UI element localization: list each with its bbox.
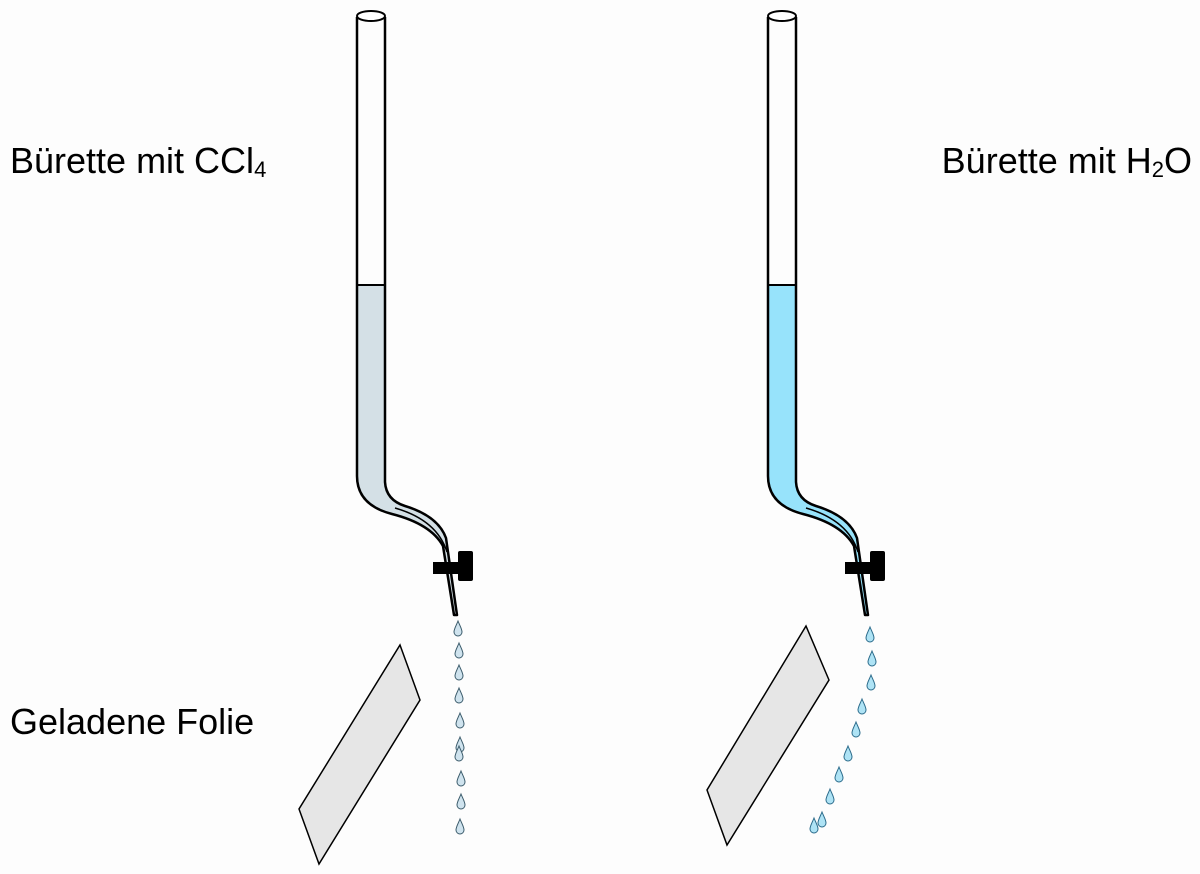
label-burette-water-subscript: 2 (1151, 157, 1164, 182)
burette-ccl4 (298, 10, 473, 866)
burette-ccl4-tip-inner (394, 507, 448, 553)
stopcock-ccl4 (433, 551, 473, 581)
label-burette-water-text: Bürette mit H (941, 140, 1152, 181)
burette-water (706, 10, 885, 847)
burette-water-tip-inner (805, 507, 859, 553)
charged-foil-left (298, 643, 421, 866)
label-burette-water-suffix: O (1163, 140, 1192, 181)
label-burette-water: Bürette mit H2O (941, 140, 1192, 182)
charged-foil-right (706, 624, 830, 847)
burette-water-tube (766, 17, 870, 617)
burette-ccl4-tube (355, 17, 459, 617)
label-burette-ccl4: Bürette mit CCl4 (10, 140, 267, 182)
label-burette-ccl4-subscript: 4 (254, 157, 267, 182)
label-charged-foil: Geladene Folie (10, 701, 255, 742)
drops-ccl4 (453, 620, 466, 835)
stopcock-water (845, 551, 885, 581)
burette-water-opening (767, 10, 797, 22)
label-burette-ccl4-text: Bürette mit CCl (10, 140, 255, 181)
burette-ccl4-opening (356, 10, 386, 22)
